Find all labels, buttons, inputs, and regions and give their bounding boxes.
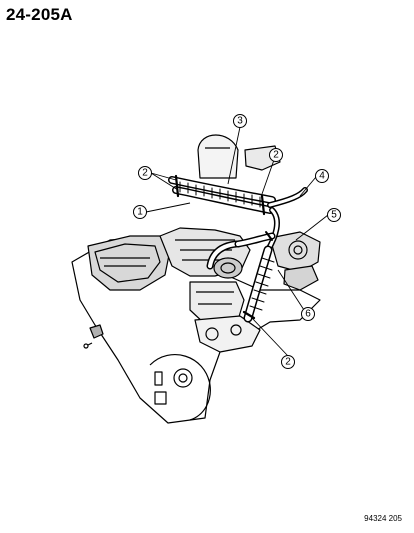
callout-5: 5 [327,208,341,222]
figure-id: 94324 205 [364,514,402,523]
callout-label: 6 [305,309,311,320]
engine-compartment [71,134,321,424]
callout-label: 2 [285,357,291,368]
callout-label: 3 [237,116,243,127]
callout-2-lower: 2 [281,355,295,369]
page-code: 24-205A [6,5,73,24]
callout-6: 6 [301,307,315,321]
callout-2-upper-right: 2 [269,148,283,162]
callout-label: 2 [142,168,148,179]
callout-label: 4 [319,171,325,182]
callout-1: 1 [133,205,147,219]
callout-label: 5 [331,210,337,221]
callout-label: 2 [273,150,279,161]
callout-4: 4 [315,169,329,183]
callout-leaders [145,126,329,357]
callout-3: 3 [233,114,247,128]
callout-2-upper-left: 2 [138,166,152,180]
callout-label: 1 [137,207,143,218]
